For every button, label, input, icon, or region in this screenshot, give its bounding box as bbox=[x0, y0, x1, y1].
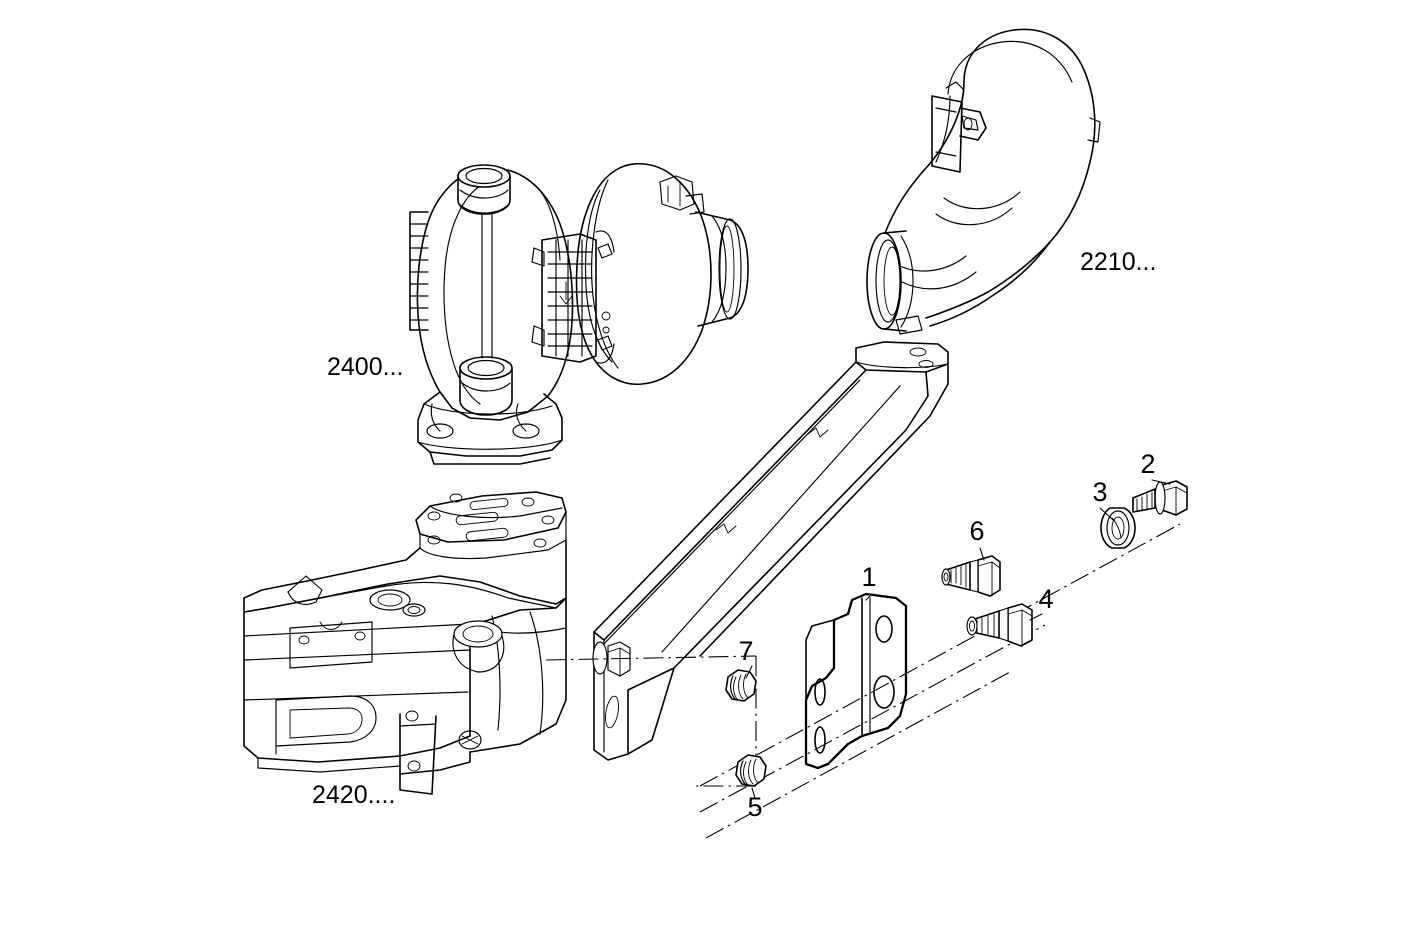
group-label-2400: 2400... bbox=[327, 353, 403, 381]
mounting-bracket bbox=[804, 592, 908, 770]
callout-number-3: 3 bbox=[1092, 477, 1107, 507]
hex-nut-7 bbox=[725, 669, 757, 702]
centerline-offset-vertical bbox=[694, 656, 757, 787]
callout-number-6: 6 bbox=[969, 516, 984, 546]
centerline-axis-low bbox=[705, 671, 1011, 839]
centerline-compressor bbox=[545, 655, 757, 661]
leader-6 bbox=[979, 547, 985, 561]
leader-4 bbox=[1029, 613, 1043, 621]
callout-number-1: 1 bbox=[861, 562, 876, 592]
leader-5 bbox=[751, 787, 756, 799]
hex-flange-bolt bbox=[1132, 480, 1188, 516]
leader-3 bbox=[1099, 507, 1114, 521]
air-compressor bbox=[243, 491, 567, 795]
leader-2 bbox=[1151, 479, 1171, 485]
leader-7 bbox=[745, 665, 753, 679]
callout-number-4: 4 bbox=[1038, 584, 1053, 614]
callout-leaders bbox=[745, 479, 1171, 799]
group-label-2420: 2420.... bbox=[312, 781, 395, 809]
group-label-2210: 2210... bbox=[1080, 248, 1156, 276]
callout-number-7: 7 bbox=[738, 636, 753, 666]
callout-number-2: 2 bbox=[1140, 449, 1155, 479]
leader-1 bbox=[865, 593, 873, 601]
callout-number-5: 5 bbox=[747, 792, 762, 822]
centerline-axis-top bbox=[699, 523, 1181, 787]
support-arm bbox=[592, 341, 949, 761]
air-intake-duct bbox=[866, 28, 1101, 335]
turbocharger-assembly bbox=[409, 162, 749, 465]
threaded-fitting-4 bbox=[966, 603, 1033, 647]
hex-nut-5 bbox=[735, 754, 767, 787]
washer bbox=[1100, 507, 1136, 549]
threaded-fitting-6 bbox=[941, 555, 1001, 597]
